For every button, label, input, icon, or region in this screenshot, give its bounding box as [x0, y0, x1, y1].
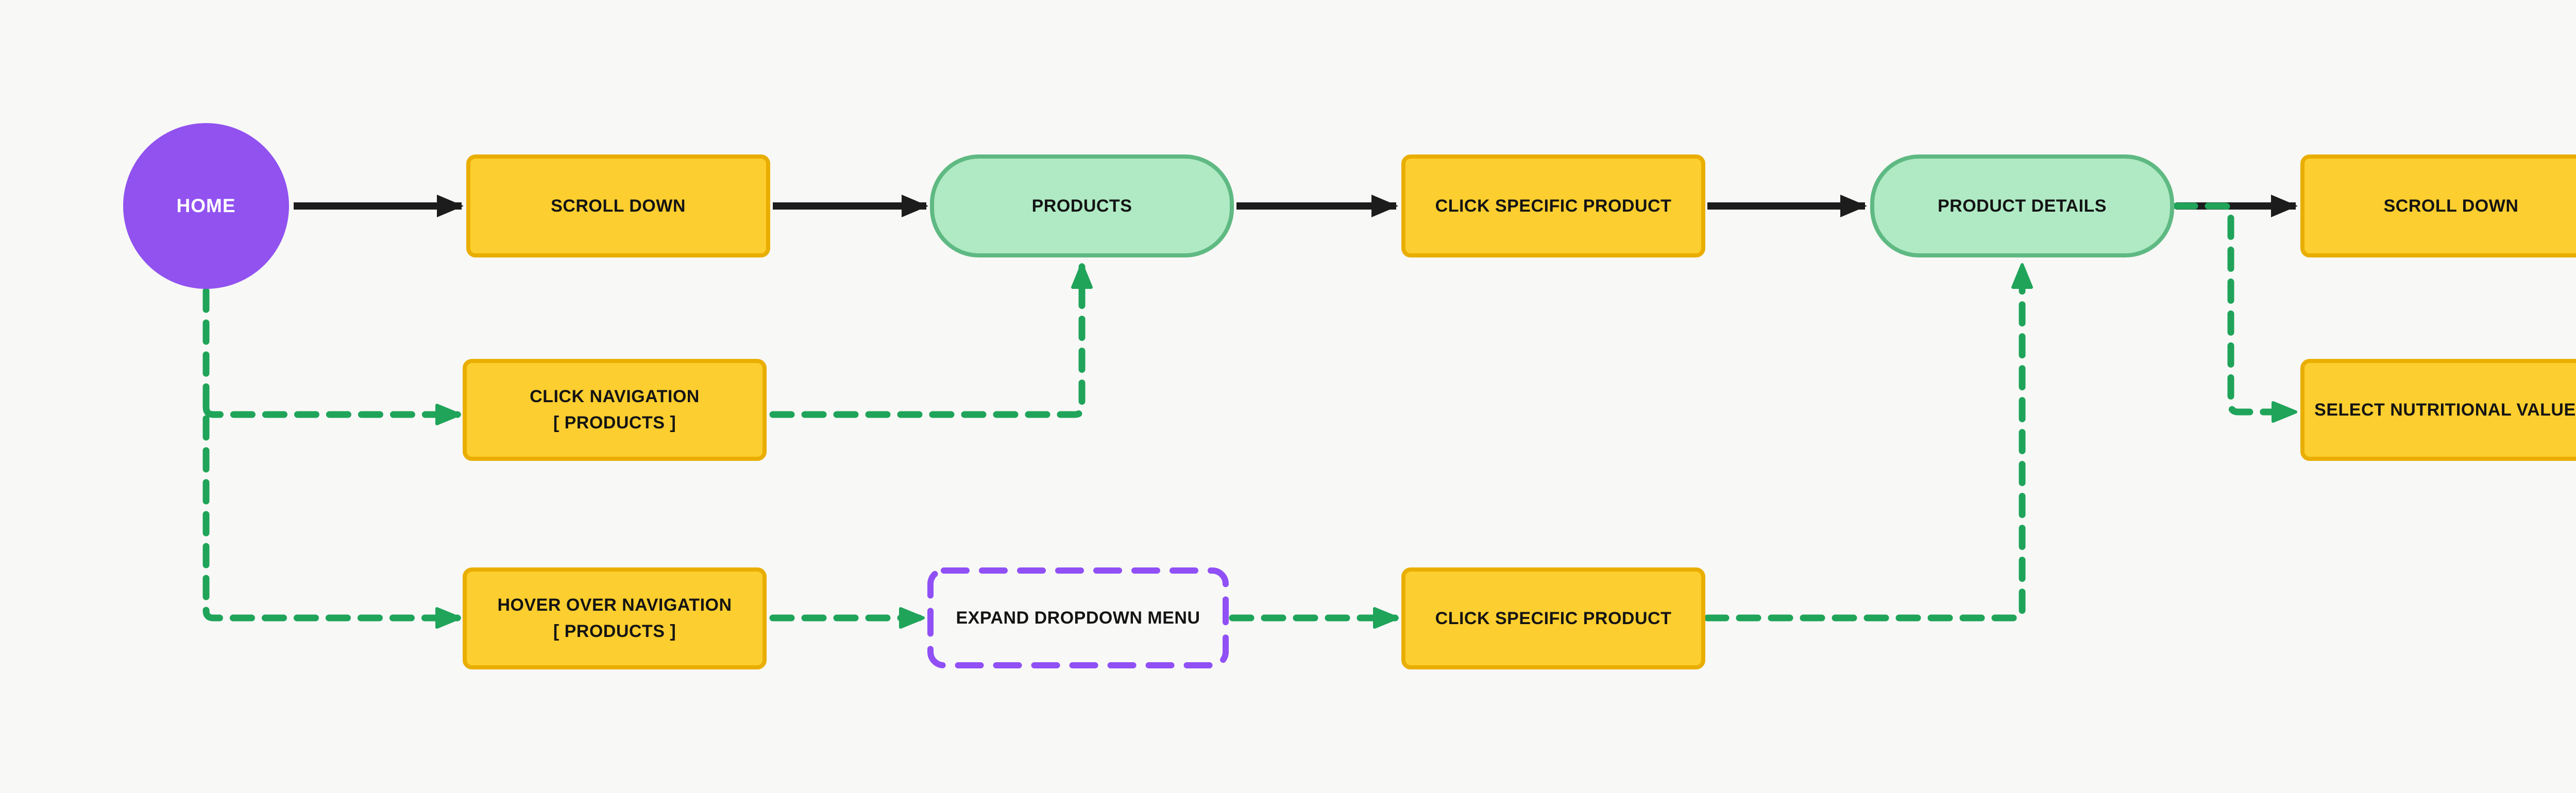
node-scroll-down-1[interactable]: SCROLL DOWN	[466, 154, 770, 257]
node-click-specific-product-2[interactable]: CLICK SPECIFIC PRODUCT	[1401, 567, 1705, 669]
edge-home-hovernavigation	[202, 287, 461, 629]
node-expand-dropdown-menu[interactable]: EXPAND DROPDOWN MENU	[927, 567, 1229, 668]
node-click-navigation-line2: [ PRODUCTS ]	[553, 413, 676, 433]
node-border-expand-dropdown-menu	[927, 567, 1229, 668]
node-scroll-down-1-label: SCROLL DOWN	[551, 196, 686, 216]
node-product-details[interactable]: PRODUCT DETAILS	[1870, 154, 2174, 257]
node-scroll-down-2[interactable]: SCROLL DOWN	[2300, 154, 2576, 257]
edge-clickproduct2-productdetails	[1704, 263, 2033, 622]
edge-productdetails-selectnutritional	[2173, 202, 2297, 423]
node-hover-over-navigation[interactable]: HOVER OVER NAVIGATION [ PRODUCTS ]	[463, 567, 767, 669]
node-product-details-label: PRODUCT DETAILS	[1938, 196, 2107, 216]
node-click-navigation[interactable]: CLICK NAVIGATION [ PRODUCTS ]	[463, 359, 767, 461]
node-home-label: HOME	[176, 195, 236, 216]
node-select-nutritional-values[interactable]: SELECT NUTRITIONAL VALUES	[2300, 359, 2576, 461]
node-click-specific-product-1-label: CLICK SPECIFIC PRODUCT	[1435, 196, 1672, 216]
node-products[interactable]: PRODUCTS	[930, 154, 1234, 257]
node-click-navigation-line1: CLICK NAVIGATION	[530, 387, 700, 406]
node-click-specific-product-2-label: CLICK SPECIFIC PRODUCT	[1435, 608, 1672, 628]
node-products-label: PRODUCTS	[1031, 196, 1132, 216]
node-hover-over-navigation-line1: HOVER OVER NAVIGATION	[497, 595, 732, 615]
node-scroll-down-2-label: SCROLL DOWN	[2383, 196, 2519, 216]
node-expand-dropdown-menu-label: EXPAND DROPDOWN MENU	[956, 608, 1200, 628]
edge-home-clicknavigation	[202, 404, 461, 425]
node-click-specific-product-1[interactable]: CLICK SPECIFIC PRODUCT	[1401, 154, 1705, 257]
node-hover-over-navigation-line2: [ PRODUCTS ]	[553, 622, 676, 641]
node-select-nutritional-values-label: SELECT NUTRITIONAL VALUES	[2314, 400, 2576, 420]
edge-clicknavigation-products	[769, 263, 1093, 418]
node-home[interactable]: HOME	[123, 123, 289, 289]
